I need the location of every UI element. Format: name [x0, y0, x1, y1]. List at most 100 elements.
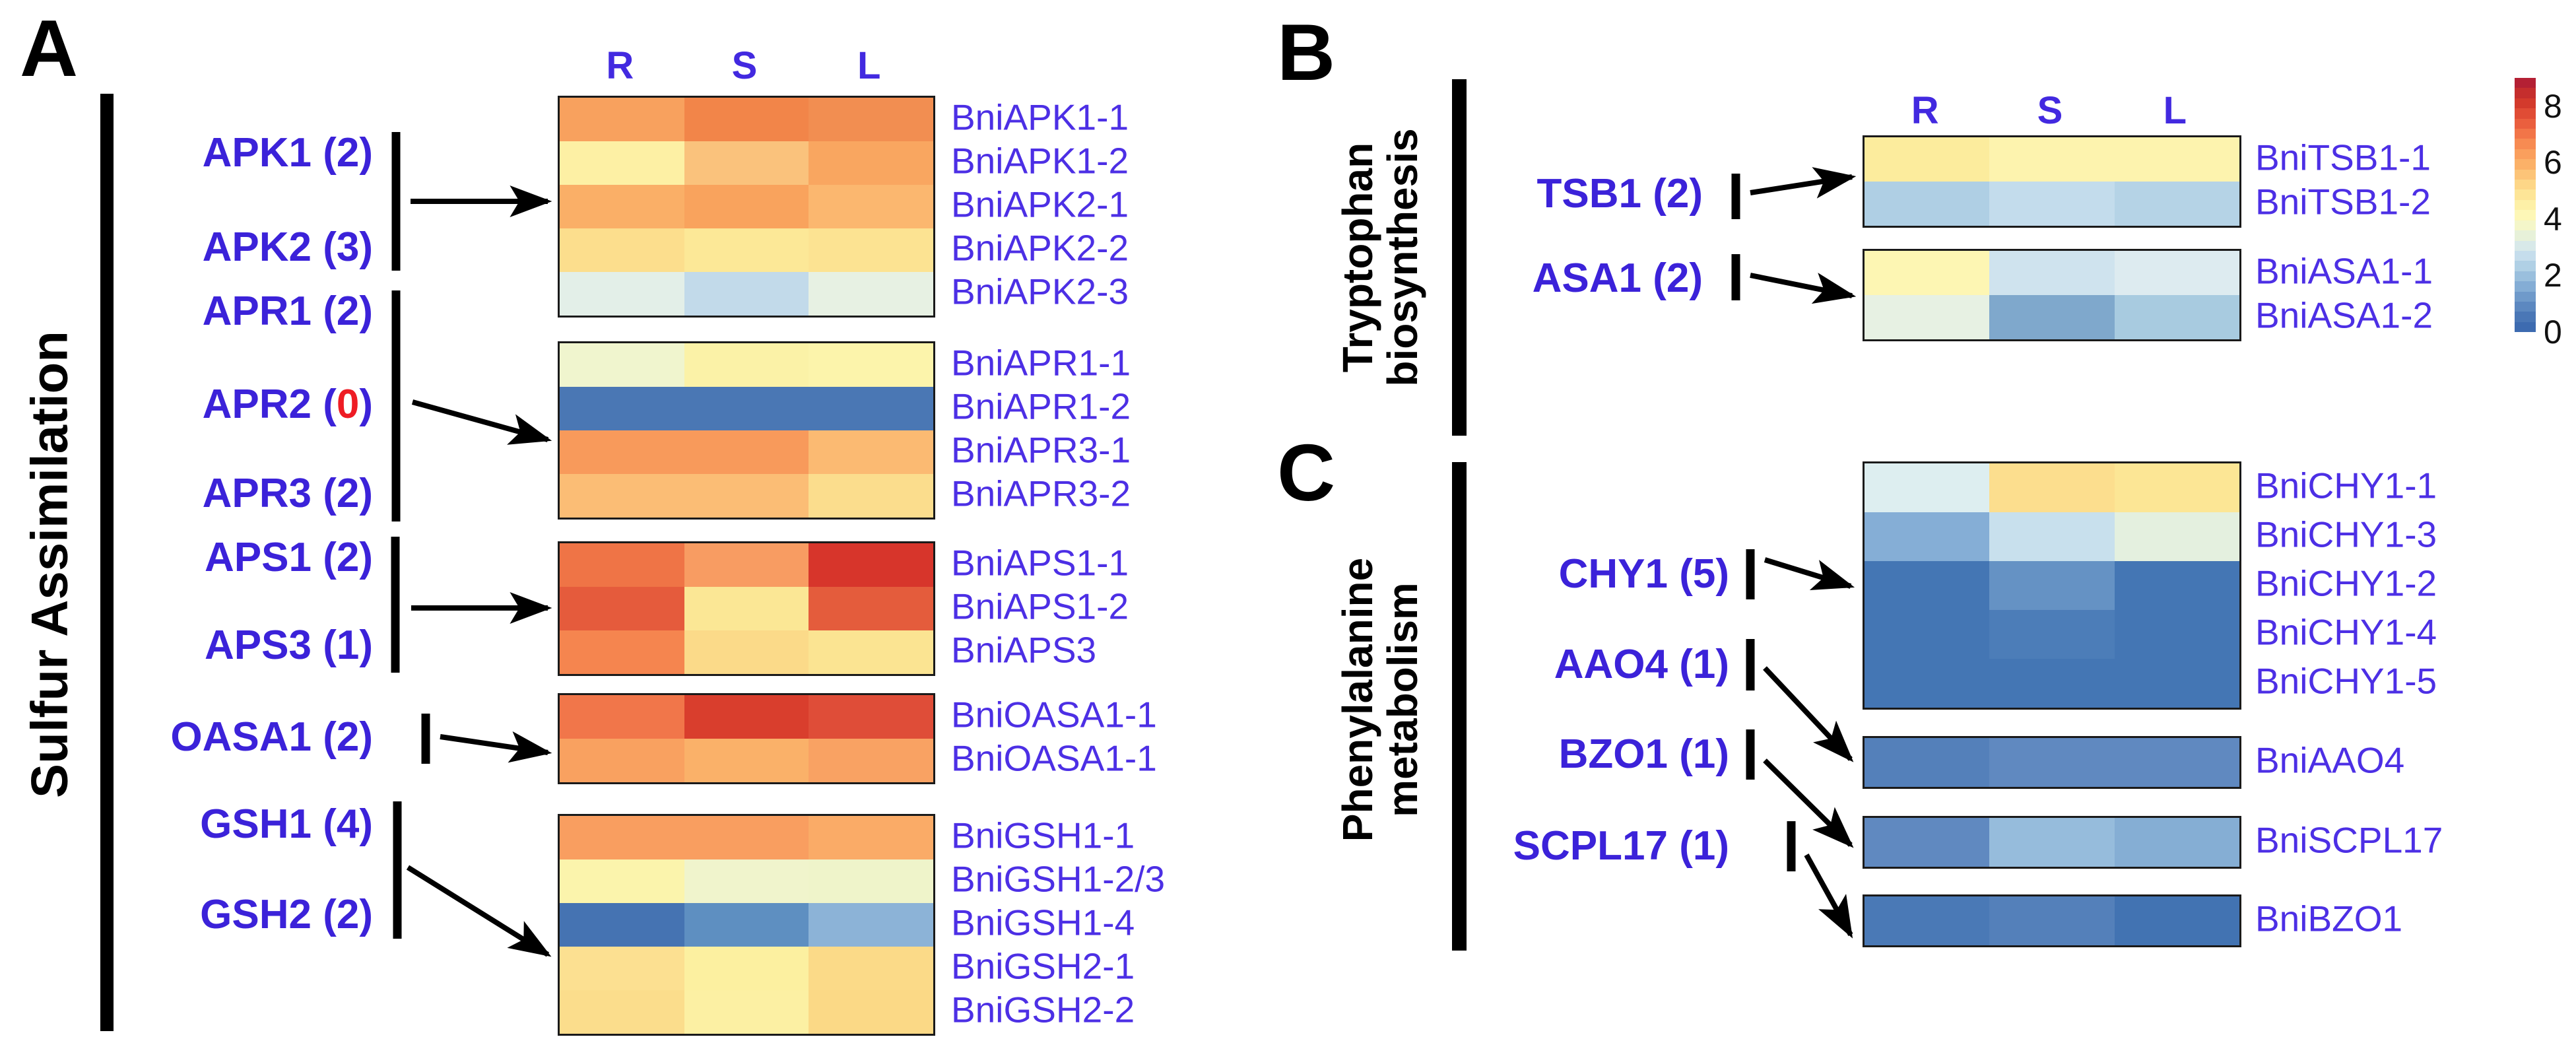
- row-label-BniCHY1-1: BniCHY1-1: [2255, 465, 2437, 506]
- heatmap-cell-BniCHY1-4-S: [1989, 610, 2115, 659]
- gene-symbol-paren: ): [1715, 731, 1729, 777]
- colorbar-step: [2515, 159, 2536, 170]
- colorbar-tick-2: 2: [2544, 257, 2562, 294]
- gene-symbol: APR3 (: [202, 471, 337, 516]
- row-label-BniAPK1-1: BniAPK1-1: [951, 96, 1129, 138]
- pathway-label-tryptophan-biosynthesis: Tryptophan biosynthesis: [1334, 128, 1426, 387]
- heatmap-block: [1863, 894, 2241, 947]
- gene-label-bzo1: BZO1 (1): [1267, 734, 1729, 775]
- column-header-r: R: [1911, 89, 1939, 132]
- heatmap-cell-BniAPK1-1-L: [809, 98, 933, 141]
- gene-symbol: GSH2 (: [200, 892, 337, 937]
- gene-symbol-paren: ): [1689, 171, 1703, 217]
- heatmap-cell-BniAPK1-1-R: [560, 98, 684, 141]
- gene-symbol: BZO1 (: [1558, 731, 1693, 777]
- heatmap-block: [558, 541, 935, 676]
- heatmap-cell-BniBZO1-S: [1989, 896, 2115, 945]
- gene-copy-count: 1: [1692, 642, 1716, 687]
- colorbar-step: [2515, 139, 2536, 149]
- heatmap-block: [1863, 461, 2241, 710]
- heatmap-cell-BniAPR1-1-L: [809, 343, 933, 387]
- heatmap-block: [558, 693, 935, 784]
- heatmap-cell-BniGSH1-1-L: [809, 816, 933, 859]
- heatmap-cell-BniSCPL17-R: [1865, 818, 1990, 867]
- gene-symbol: APS3 (: [205, 622, 337, 668]
- heatmap-cell-BniGSH1-4-L: [809, 903, 933, 947]
- gene-symbol-paren: ): [359, 892, 373, 937]
- gene-symbol: AAO4 (: [1554, 642, 1693, 687]
- colorbar-step: [2515, 210, 2536, 220]
- gene-symbol-paren: ): [1689, 255, 1703, 301]
- gene-copy-count: 2: [336, 714, 360, 760]
- row-label-BniTSB1-1: BniTSB1-1: [2255, 137, 2431, 178]
- heatmap-cell-BniTSB1-2-R: [1865, 182, 1990, 226]
- heatmap-block: [1863, 249, 2241, 341]
- gene-symbol-paren: ): [359, 130, 373, 176]
- column-header-l: L: [2163, 89, 2187, 132]
- gene-symbol: CHY1 (: [1558, 551, 1693, 597]
- pathway-line: biosynthesis: [1379, 128, 1426, 387]
- colorbar-step: [2515, 261, 2536, 271]
- row-label-BniOASA1-1: BniOASA1-1: [951, 737, 1157, 779]
- gene-symbol: APR2 (: [202, 382, 337, 427]
- heatmap-cell-BniAPK2-2-L: [809, 228, 933, 272]
- colorbar-tick-8: 8: [2544, 87, 2562, 125]
- heatmap-cell-BniAAO4-S: [1989, 738, 2115, 787]
- row-label-BniCHY1-3: BniCHY1-3: [2255, 514, 2437, 555]
- heatmap-block: [1863, 816, 2241, 869]
- group-to-heatmap-arrow: [1750, 167, 1857, 199]
- gene-symbol-paren: ): [359, 471, 373, 516]
- heatmap-cell-BniOASA1-1-S: [684, 739, 809, 782]
- row-label-BniCHY1-2: BniCHY1-2: [2255, 562, 2437, 604]
- heatmap-cell-BniAPS1-1-R: [560, 543, 684, 587]
- heatmap-cell-BniAPS1-2-L: [809, 587, 933, 630]
- group-to-heatmap-arrow: [1804, 854, 1853, 939]
- heatmap-cell-BniAPR3-1-R: [560, 430, 684, 474]
- heatmap-cell-BniCHY1-5-L: [2114, 659, 2239, 708]
- colorbar-step: [2515, 169, 2536, 180]
- heatmap-cell-BniAPS1-2-S: [684, 587, 809, 630]
- row-label-BniAPS1-1: BniAPS1-1: [951, 542, 1129, 584]
- heatmap-cell-BniASA1-1-S: [1989, 251, 2115, 295]
- heatmap-cell-BniAPR3-2-L: [809, 474, 933, 518]
- heatmap-cell-BniGSH1-4-R: [560, 903, 684, 947]
- colorbar-step: [2515, 118, 2536, 129]
- heatmap-cell-BniCHY1-2-R: [1865, 561, 1990, 610]
- heatmap-cell-BniSCPL17-L: [2114, 818, 2239, 867]
- heatmap-cell-BniASA1-2-L: [2114, 295, 2239, 339]
- row-label-BniGSH2-1: BniGSH2-1: [951, 945, 1135, 987]
- gene-label-tsb1: TSB1 (2): [1241, 174, 1703, 215]
- heatmap-cell-BniCHY1-3-R: [1865, 512, 1990, 561]
- heatmap-cell-BniOASA1-1-S: [684, 695, 809, 739]
- column-header-s: S: [2037, 89, 2063, 132]
- heatmap-cell-BniAPR1-2-R: [560, 387, 684, 430]
- gene-label-aps3: APS3 (1): [0, 625, 373, 666]
- row-label-BniAPK2-2: BniAPK2-2: [951, 227, 1129, 269]
- heatmap-cell-BniGSH1-4-S: [684, 903, 809, 947]
- heatmap-cell-BniAPK2-3-L: [809, 272, 933, 316]
- pathway-bar-sulfur: [100, 94, 114, 1031]
- heatmap-cell-BniAPR1-2-S: [684, 387, 809, 430]
- gene-copy-count: 2: [336, 288, 360, 334]
- heatmap-cell-BniAPK2-3-R: [560, 272, 684, 316]
- heatmap-block: [558, 96, 935, 318]
- row-label-BniCHY1-5: BniCHY1-5: [2255, 660, 2437, 702]
- pathway-line: Phenylalanine: [1334, 557, 1382, 842]
- gene-label-gsh1: GSH1 (4): [0, 804, 373, 845]
- colorbar-step: [2515, 281, 2536, 292]
- pathway-label-phenylalanine-metabolism: Phenylalanine metabolism: [1334, 557, 1426, 842]
- row-label-BniBZO1: BniBZO1: [2255, 898, 2403, 939]
- colorbar-step: [2515, 88, 2536, 98]
- column-header-s: S: [731, 44, 758, 87]
- heatmap-cell-BniASA1-1-L: [2114, 251, 2239, 295]
- row-label-BniGSH2-2: BniGSH2-2: [951, 989, 1135, 1030]
- gene-label-aao4: AAO4 (1): [1267, 644, 1729, 685]
- heatmap-cell-BniOASA1-1-L: [809, 695, 933, 739]
- gene-label-scpl17: SCPL17 (1): [1267, 826, 1729, 867]
- panel-a-label: A: [20, 3, 79, 93]
- gene-symbol-paren: ): [359, 714, 373, 760]
- colorbar-step: [2515, 149, 2536, 160]
- heatmap-cell-BniTSB1-1-R: [1865, 137, 1990, 182]
- heatmap-cell-BniGSH2-2-R: [560, 990, 684, 1034]
